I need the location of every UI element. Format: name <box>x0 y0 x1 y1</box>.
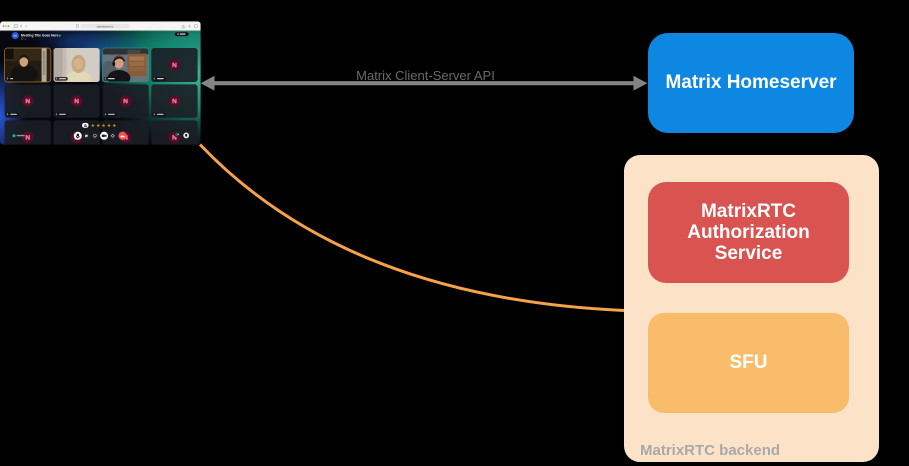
svg-text:call.element.io: call.element.io <box>97 24 114 28</box>
svg-text:1: 1 <box>24 37 26 41</box>
svg-text:M: M <box>14 33 18 38</box>
svg-text:Meeting Title Goes Here: Meeting Title Goes Here <box>21 34 59 38</box>
